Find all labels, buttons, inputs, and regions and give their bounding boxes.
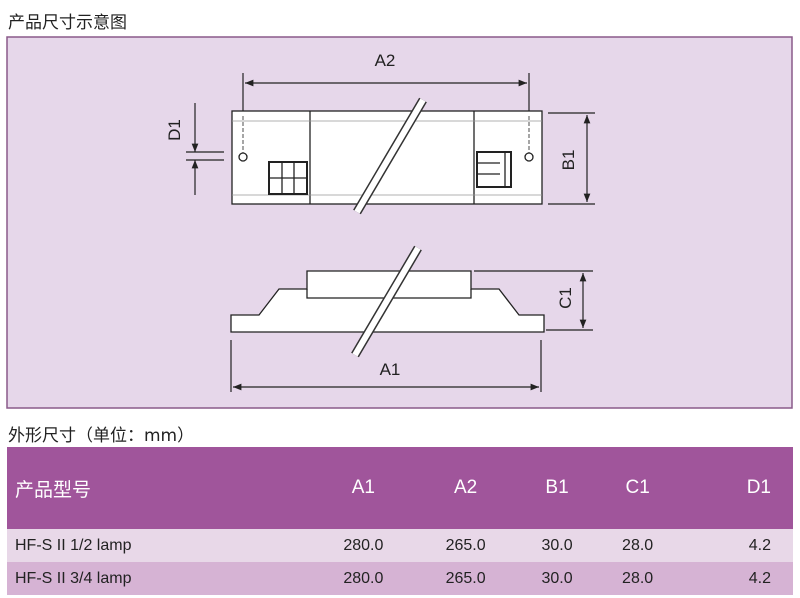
cell-model: HF-S II 1/2 lamp [7,529,313,562]
cell-b1: 30.0 [516,529,598,562]
cell-d1: 4.2 [677,529,793,562]
dimension-lines [186,73,595,392]
cell-c1: 28.0 [597,562,678,595]
header-c1: C1 [597,447,678,529]
table-row: HF-S II 1/2 lamp 280.0 265.0 30.0 28.0 4… [7,529,793,562]
dimension-diagram: A2 A1 B1 C1 D1 [6,36,793,409]
cell-b1: 30.0 [516,562,598,595]
cell-a1: 280.0 [312,562,415,595]
label-d1: D1 [165,119,184,141]
cell-a2: 265.0 [414,529,517,562]
cell-a1: 280.0 [312,529,415,562]
dimensions-table: 产品型号 A1 A2 B1 C1 D1 HF-S II 1/2 lamp 280… [7,447,793,595]
break-symbol-2 [351,245,422,358]
cell-model: HF-S II 3/4 lamp [7,562,313,595]
label-a2: A2 [375,51,396,70]
label-b1: B1 [559,150,578,171]
page-title: 产品尺寸示意图 [8,13,127,33]
table-row: HF-S II 3/4 lamp 280.0 265.0 30.0 28.0 4… [7,562,793,595]
table-header-row: 产品型号 A1 A2 B1 C1 D1 [7,447,793,529]
diagram-panel [6,36,793,409]
header-b1: B1 [516,447,598,529]
header-a2: A2 [414,447,517,529]
label-a1: A1 [380,360,401,379]
label-c1: C1 [556,287,575,309]
cell-a2: 265.0 [414,562,517,595]
cell-c1: 28.0 [597,529,678,562]
header-d1: D1 [677,447,793,529]
header-model: 产品型号 [7,447,313,529]
break-symbol [353,97,427,215]
header-a1: A1 [312,447,415,529]
cell-d1: 4.2 [677,562,793,595]
table-title: 外形尺寸（单位：mm） [8,426,195,446]
